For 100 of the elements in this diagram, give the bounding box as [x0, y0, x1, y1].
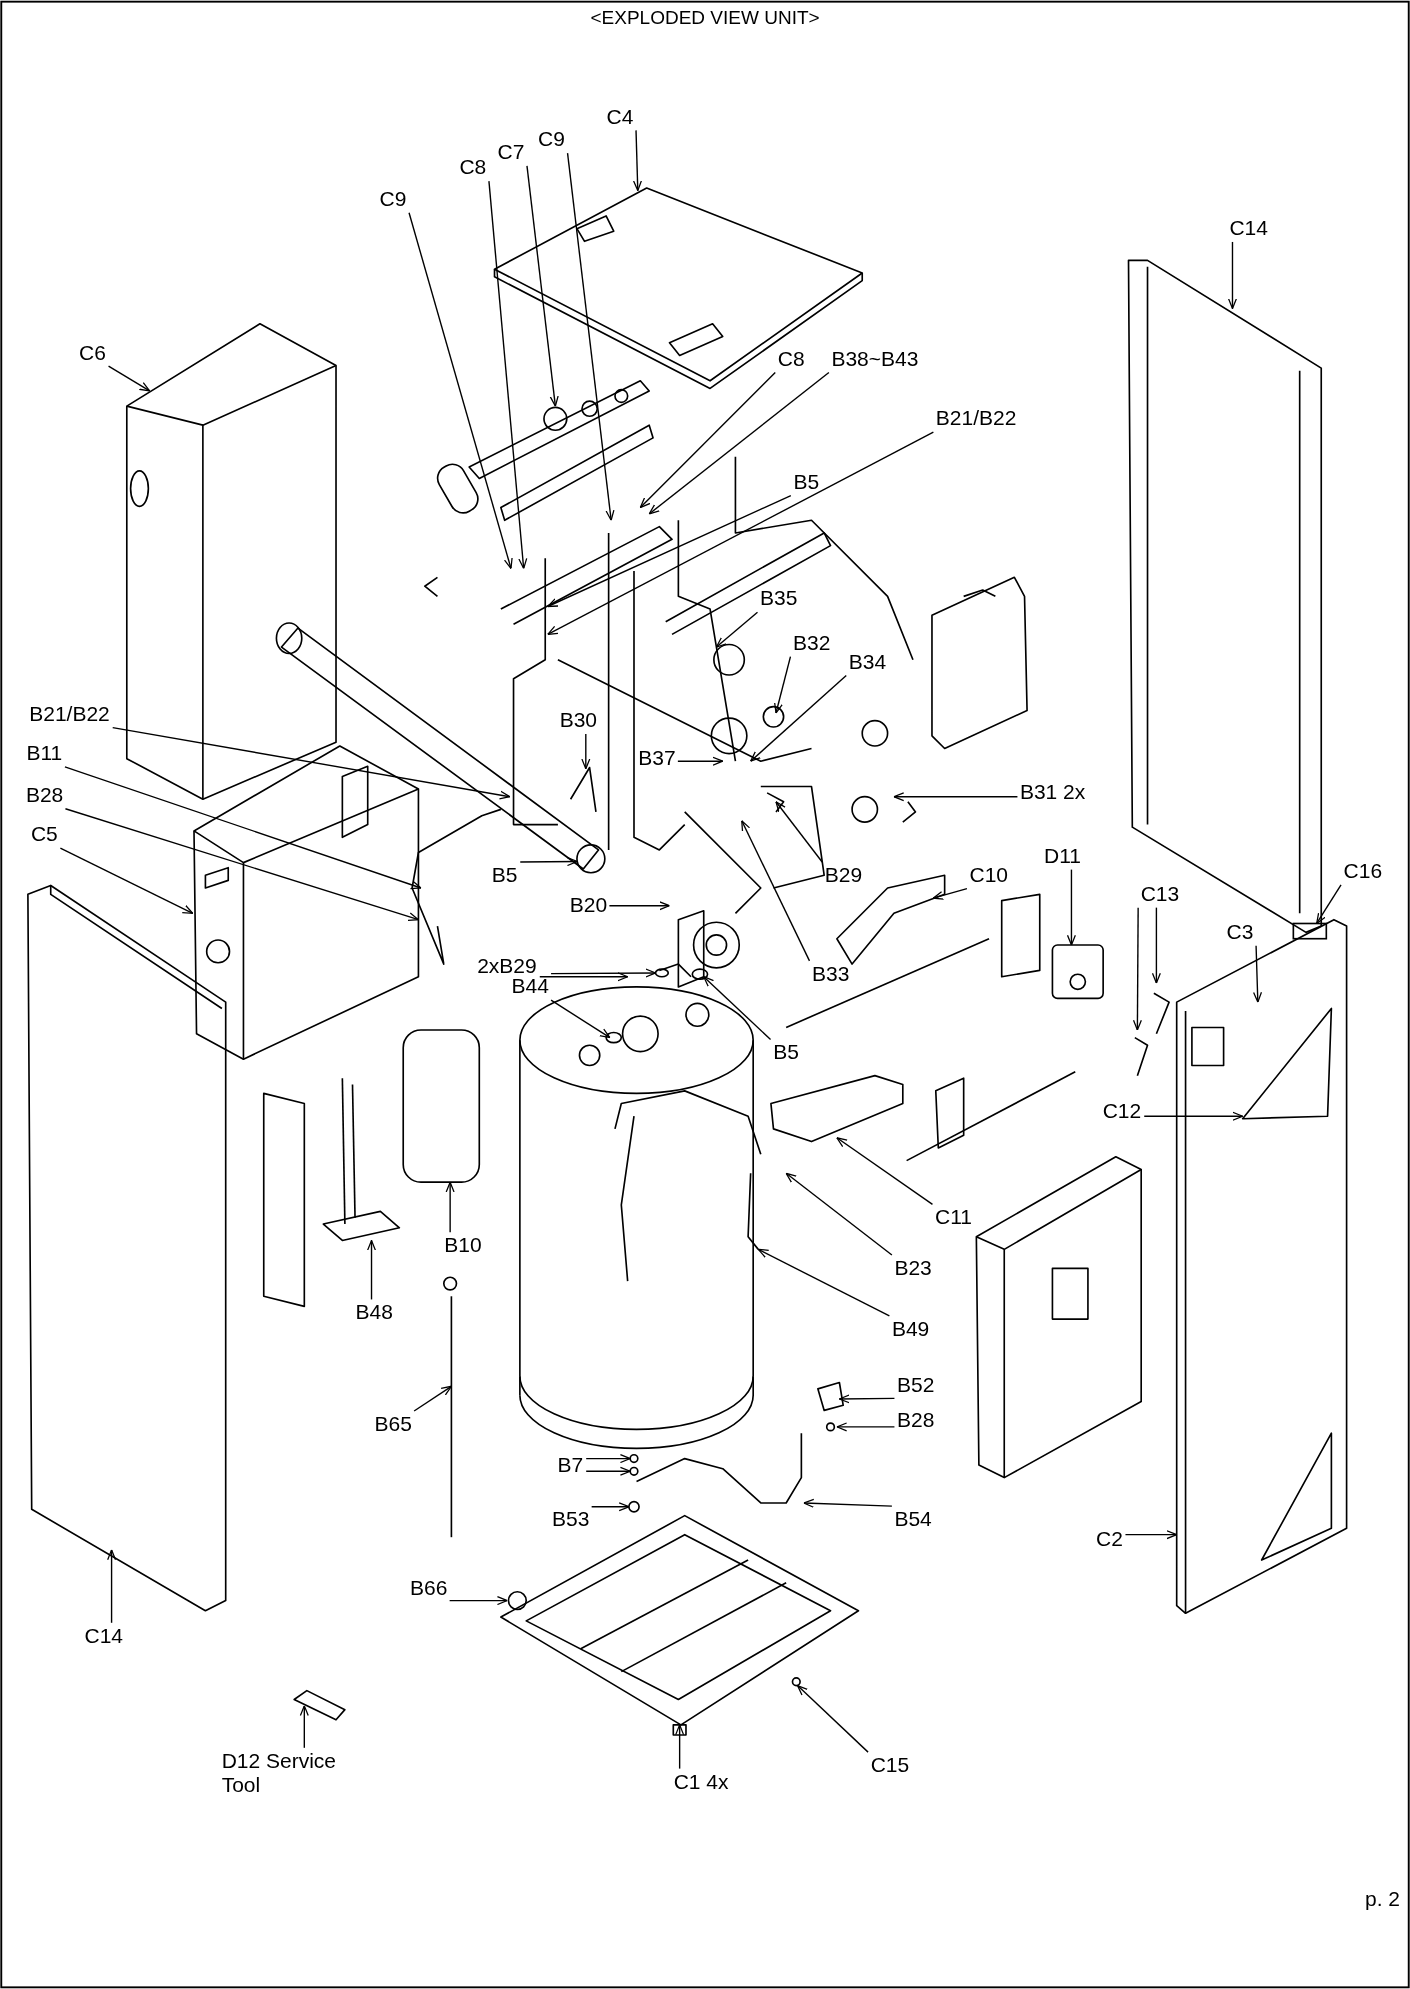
- callout-number: B34: [848, 649, 887, 674]
- leader-line: [703, 976, 772, 1041]
- callout-number: C6: [79, 340, 106, 365]
- callout-number: B5: [773, 1040, 799, 1065]
- callout-number: C14: [1229, 216, 1268, 241]
- leader-line: [448, 1596, 508, 1606]
- callout-number: B5: [491, 862, 518, 887]
- leader-line: [774, 655, 792, 714]
- leader-line: [445, 1181, 455, 1233]
- leader-line: [785, 1172, 893, 1256]
- page-number: p. 2: [1365, 1886, 1401, 1911]
- leader-line: [741, 820, 811, 962]
- leader-line: [1066, 868, 1076, 946]
- callout-number: B32: [793, 630, 831, 655]
- leader-line: [590, 1502, 630, 1512]
- leader-line: [1132, 906, 1142, 1031]
- leader-line: [581, 733, 591, 770]
- callout-number: C5: [30, 822, 58, 847]
- callout-number: C16: [1343, 859, 1383, 884]
- leader-line: [550, 999, 611, 1039]
- leader-line: [675, 1724, 685, 1770]
- leader-line: [893, 792, 1019, 802]
- callout-number: B48: [355, 1300, 393, 1325]
- callout-number: C3: [1226, 919, 1254, 944]
- callout-number: C10: [969, 862, 1009, 887]
- pipe-end-ring: [576, 844, 606, 874]
- callout-number: C14: [84, 1623, 123, 1648]
- leader-line: [775, 801, 823, 863]
- leader-line: [608, 901, 671, 911]
- callout-number: B28: [897, 1408, 935, 1433]
- leader-line: [539, 972, 629, 982]
- leader-line: [803, 1498, 893, 1508]
- leader-line: [526, 165, 559, 407]
- callout-number: B53: [552, 1507, 590, 1532]
- leader-line: [550, 968, 657, 978]
- leader-line: [632, 129, 643, 192]
- callout-number: D11: [1044, 843, 1082, 868]
- leader-line: [1316, 884, 1342, 925]
- callout-number: C9: [538, 127, 565, 152]
- callout-number: C11: [935, 1205, 972, 1230]
- callout-number: B5: [793, 469, 820, 494]
- leader-line: [677, 756, 724, 766]
- callout-number: B37: [638, 746, 676, 771]
- callout-number: B65: [374, 1411, 412, 1436]
- callout-number: B29: [824, 862, 863, 887]
- leader-line: [836, 1422, 896, 1432]
- leader-line: [1151, 906, 1161, 984]
- leader-line: [64, 766, 422, 890]
- leader-line: [1227, 241, 1237, 310]
- leader-line: [585, 1466, 631, 1476]
- leader-line: [838, 1394, 896, 1404]
- callout-number: B21/B22: [935, 406, 1017, 431]
- callout-number: C15: [870, 1753, 910, 1778]
- leader-line: [519, 857, 578, 867]
- callout-number: B21/B22: [29, 701, 110, 726]
- callout-number: C1 4x: [673, 1769, 729, 1794]
- leader-line: [648, 371, 830, 515]
- callout-number: B11: [26, 741, 63, 766]
- leader-line: [836, 1137, 934, 1206]
- leader-line: [1253, 945, 1263, 1003]
- callout-number: B23: [894, 1256, 932, 1280]
- leader-line: [566, 152, 615, 521]
- callout-number: B7: [557, 1452, 584, 1477]
- leader-line: [367, 1239, 377, 1301]
- leader-line: [107, 1549, 117, 1624]
- callout-number: C9: [379, 187, 407, 212]
- leader-line: [64, 808, 420, 922]
- callout-number: B20: [569, 893, 608, 918]
- part-label: D12 Service Tool: [221, 1748, 362, 1797]
- leader-line: [107, 365, 151, 392]
- callout-number: B35: [760, 586, 798, 611]
- callout-number: B49: [891, 1316, 930, 1341]
- leader-line: [749, 674, 847, 762]
- leader-line: [299, 1705, 309, 1749]
- leader-line: [547, 494, 792, 608]
- leader-line: [488, 180, 528, 570]
- leader-line: [59, 847, 194, 915]
- leader-line: [413, 1385, 453, 1412]
- callout-number: B33: [812, 961, 850, 986]
- callout-number: C8: [459, 155, 487, 180]
- callout-number: B38~B43: [831, 346, 919, 371]
- callout-number: B10: [444, 1233, 482, 1258]
- callout-number: B31 2x: [1019, 780, 1086, 805]
- panel-slot: [1292, 922, 1328, 940]
- leader-line: [1143, 1111, 1244, 1121]
- callout-number: C7: [497, 140, 525, 165]
- leader-line: [547, 431, 935, 636]
- leader-line: [796, 1684, 869, 1753]
- callout-number: B54: [894, 1507, 932, 1532]
- leader-line: [112, 726, 511, 800]
- page-title: <EXPLODED VIEW UNIT>: [590, 6, 820, 30]
- leader-line: [1124, 1530, 1178, 1540]
- callout-number: C4: [606, 104, 634, 129]
- callout-number: C8: [777, 346, 805, 371]
- leader-line: [757, 1248, 891, 1317]
- leader-line: [715, 611, 759, 648]
- callout-number: B30: [559, 708, 598, 733]
- callout-number: C12: [1102, 1098, 1142, 1123]
- leader-line: [585, 1454, 631, 1464]
- callout-number: C2: [1096, 1527, 1123, 1552]
